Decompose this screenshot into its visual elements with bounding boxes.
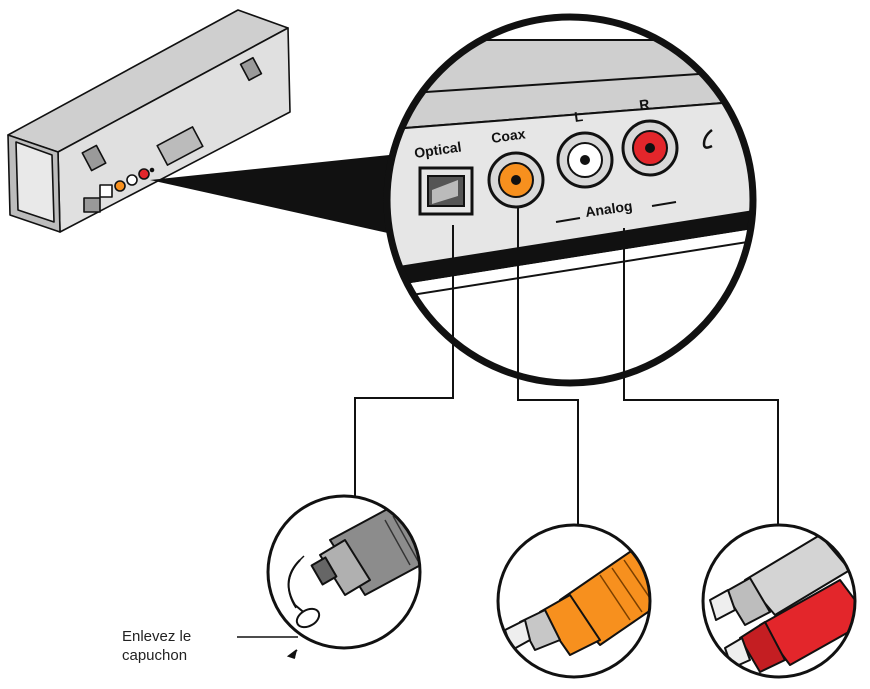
analog-label: Analog (584, 198, 633, 220)
optical-label: Optical (413, 139, 462, 161)
callout-line-1: Enlevez le (122, 628, 192, 645)
remove-cap-callout: Enlevez le capuchon (122, 627, 232, 665)
callout-line-2: capuchon (122, 647, 188, 664)
analog-rca-connectors-icon (701, 523, 857, 679)
coax-rca-connector-icon (496, 523, 652, 679)
jack-panel-zoom: Optical Coax L R Analog (383, 13, 757, 387)
speaker-device-icon (7, 9, 291, 233)
left-label: L (573, 108, 584, 125)
optical-connector-icon (266, 494, 422, 659)
zoom-wedge (150, 152, 455, 248)
coax-label: Coax (490, 125, 526, 146)
right-label: R (638, 96, 650, 113)
connector-lines (354, 207, 779, 524)
